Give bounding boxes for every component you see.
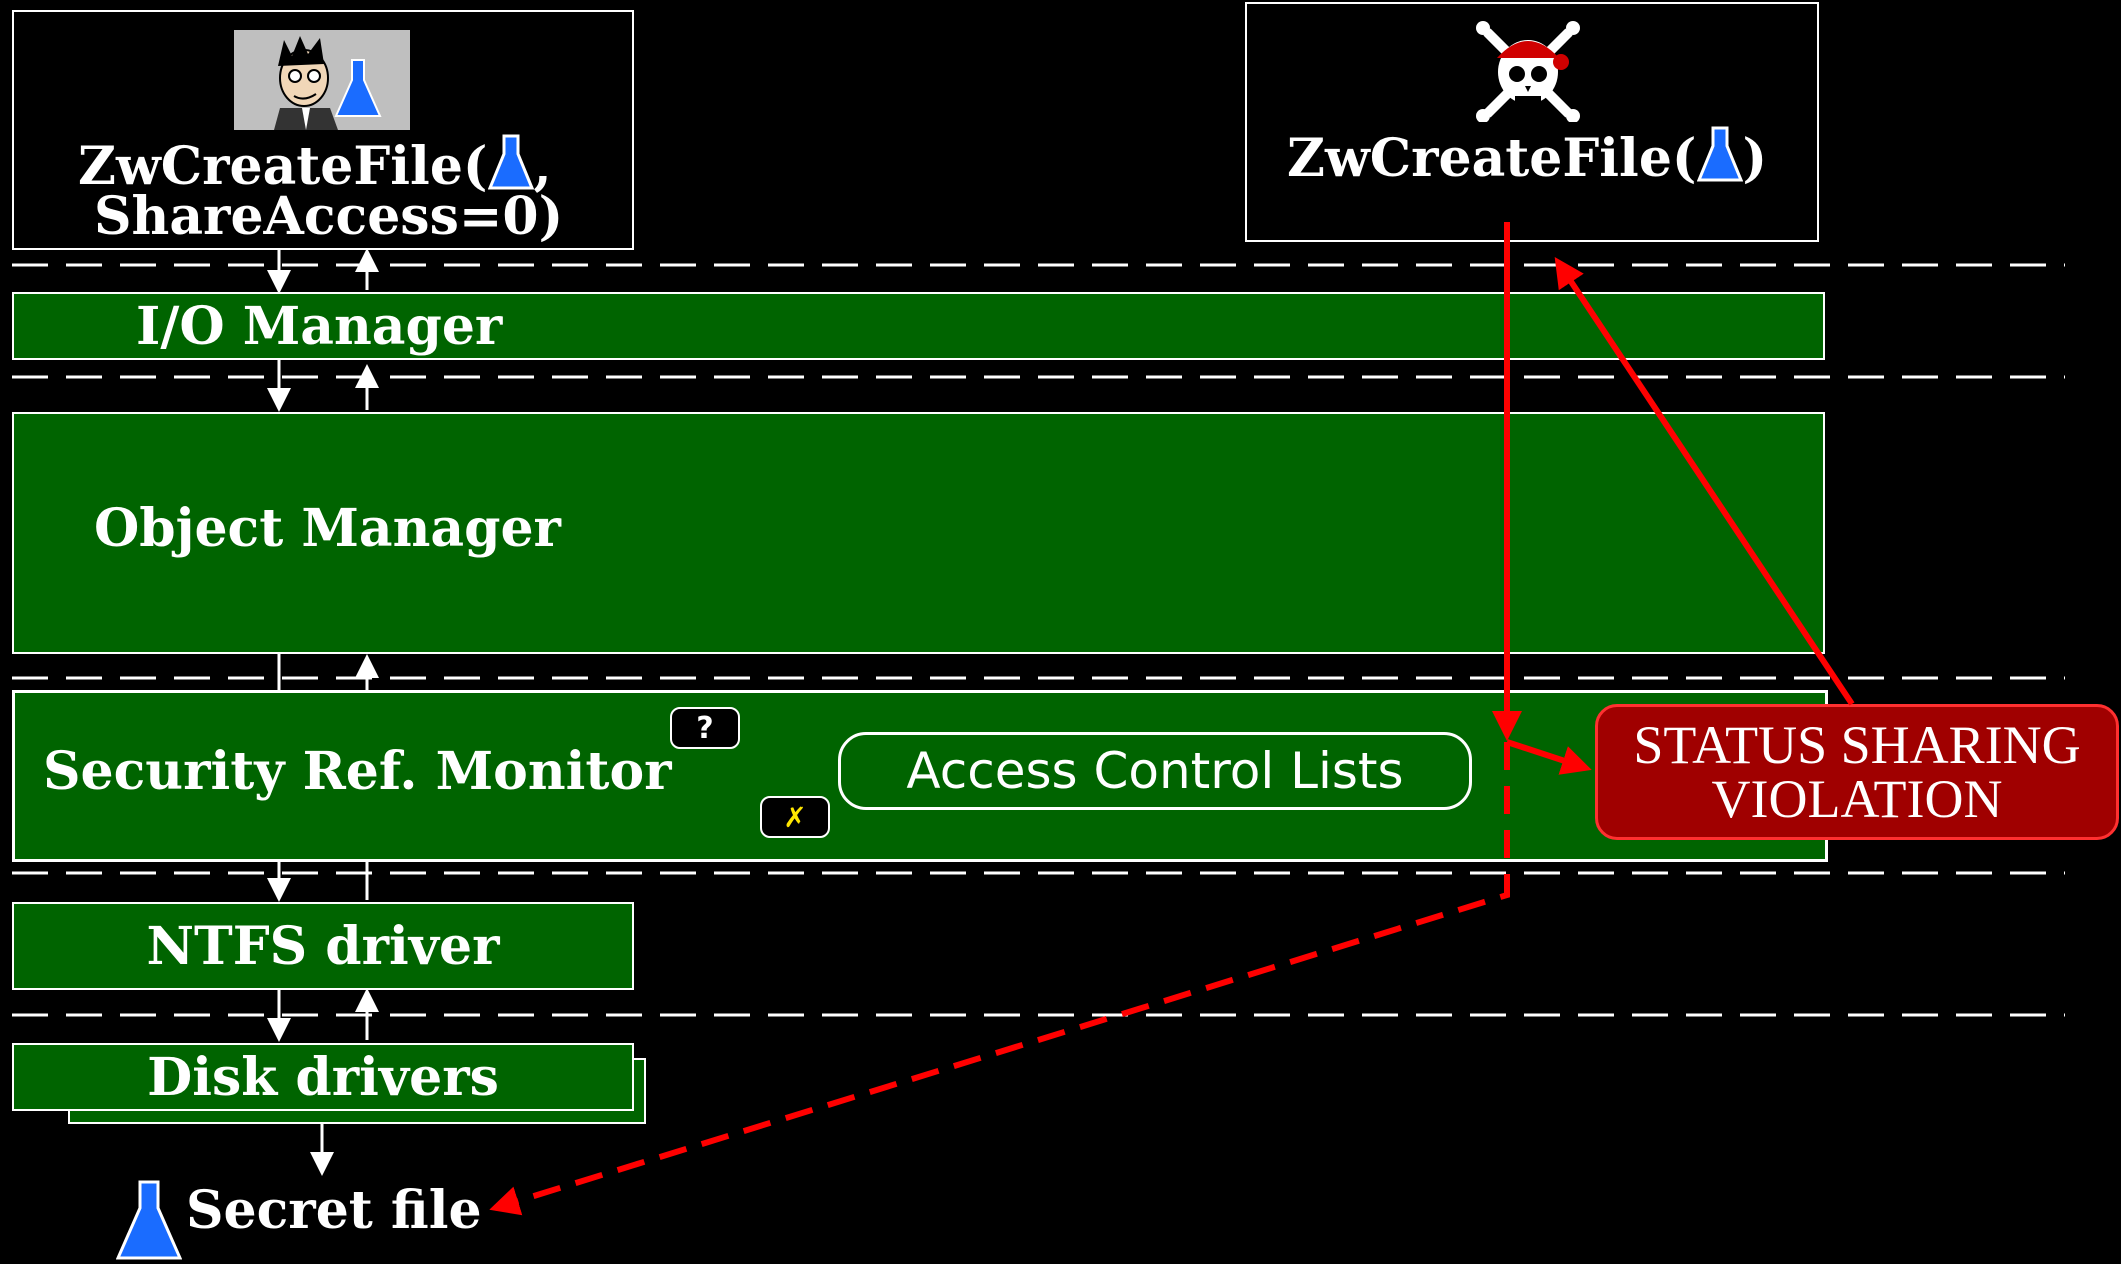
- ntfs-driver-label: NTFS driver: [146, 916, 500, 977]
- security-monitor-label: Security Ref. Monitor: [43, 741, 672, 802]
- flask-icon: [487, 134, 534, 192]
- secret-file-flask-icon: [115, 1180, 183, 1260]
- layer-separators: [12, 263, 2065, 1017]
- share-access-label: ShareAccess=0): [94, 186, 564, 247]
- user-avatar: [234, 30, 410, 130]
- access-control-lists: Access Control Lists: [838, 732, 1472, 810]
- flask-icon: [1696, 126, 1743, 184]
- secret-file-label: Secret file: [186, 1180, 482, 1241]
- question-bubble: ?: [670, 707, 740, 749]
- pirate-skull-icon: [1473, 18, 1583, 123]
- attacker-call-box: ZwCreateFile( ): [1245, 2, 1819, 242]
- user-call-box: ZwCreateFile( , ShareAccess=0): [12, 10, 634, 250]
- ntfs-driver-layer: NTFS driver: [12, 902, 634, 990]
- io-manager-layer: I/O Manager: [12, 292, 1825, 360]
- disk-drivers-label: Disk drivers: [147, 1047, 499, 1108]
- attacker-call-label: ZwCreateFile( ): [1287, 126, 1768, 189]
- object-manager-layer: Object Manager: [12, 412, 1825, 654]
- denied-bubble: ✗: [760, 796, 830, 838]
- user-call-label: ZwCreateFile( ,: [78, 134, 552, 197]
- object-manager-label: Object Manager: [94, 498, 561, 559]
- scientist-avatar-icon: [274, 36, 382, 130]
- io-manager-label: I/O Manager: [136, 296, 503, 357]
- disk-drivers-layer: Disk drivers: [12, 1043, 634, 1111]
